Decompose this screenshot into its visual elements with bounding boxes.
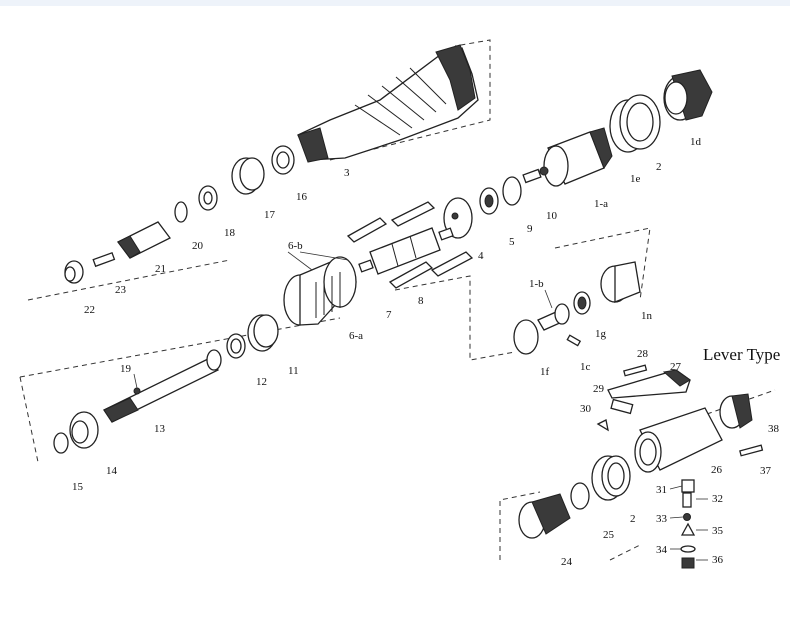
label-1e: 1e xyxy=(630,173,641,185)
label-2-lower: 2 xyxy=(630,513,636,525)
rotor-part-7 xyxy=(358,227,454,275)
bearing-part-12 xyxy=(226,333,246,359)
label-16: 16 xyxy=(296,191,308,203)
label-18: 18 xyxy=(224,227,236,239)
pin-part-23 xyxy=(92,251,116,268)
assembly-axis-lines xyxy=(19,39,776,561)
label-33: 33 xyxy=(656,513,668,525)
label-13: 13 xyxy=(154,423,166,435)
label-1a: 1-a xyxy=(594,198,608,210)
label-3: 3 xyxy=(344,167,350,179)
label-6a: 6-a xyxy=(349,330,363,342)
collar-part-24 xyxy=(518,493,571,539)
muffler-part-38 xyxy=(719,393,753,429)
label-8: 8 xyxy=(418,295,424,307)
label-34: 34 xyxy=(656,544,668,556)
ring-part-2-lower xyxy=(591,455,631,501)
lever-part-27 xyxy=(607,369,691,399)
label-7: 7 xyxy=(386,309,392,321)
screw-part-10 xyxy=(522,166,549,184)
label-1d: 1d xyxy=(690,136,702,148)
label-25: 25 xyxy=(603,529,615,541)
label-1b: 1-b xyxy=(529,278,544,290)
label-23: 23 xyxy=(115,284,127,296)
label-24: 24 xyxy=(561,556,573,568)
ring-part-17 xyxy=(231,157,265,195)
spindle-part-13 xyxy=(103,349,222,423)
label-1c: 1c xyxy=(580,361,591,373)
washer-part-9 xyxy=(502,176,522,206)
part-35 xyxy=(680,522,696,536)
leader-lines xyxy=(133,251,708,561)
label-14: 14 xyxy=(106,465,118,477)
part-29 xyxy=(610,398,634,415)
top-strip xyxy=(0,0,790,6)
label-10: 10 xyxy=(546,210,558,222)
label-36: 36 xyxy=(712,554,724,566)
label-35: 35 xyxy=(712,525,724,537)
washer-part-15 xyxy=(53,432,69,454)
cylinder-part-6a xyxy=(283,256,357,326)
label-20: 20 xyxy=(192,240,204,252)
label-1n: 1n xyxy=(641,310,653,322)
label-38: 38 xyxy=(768,423,780,435)
ball-part-19 xyxy=(133,387,141,395)
motor-housing-part-3 xyxy=(297,44,479,163)
pin-part-1c xyxy=(566,334,582,347)
label-30: 30 xyxy=(580,403,592,415)
label-2-upper: 2 xyxy=(656,161,662,173)
washer-part-25 xyxy=(570,482,590,510)
label-15: 15 xyxy=(72,481,84,493)
label-17: 17 xyxy=(264,209,276,221)
label-31: 31 xyxy=(656,484,667,496)
label-27: 27 xyxy=(670,361,682,373)
label-1f: 1f xyxy=(540,366,550,378)
end-plate-part-4 xyxy=(443,197,473,239)
pin-part-37 xyxy=(739,444,764,457)
label-1g: 1g xyxy=(595,328,607,340)
oring-part-34 xyxy=(680,545,696,553)
pin-part-28 xyxy=(623,364,648,377)
valve-part-21 xyxy=(117,221,171,259)
label-6b: 6-b xyxy=(288,240,303,252)
label-11: 11 xyxy=(288,365,299,377)
part-31 xyxy=(681,479,695,493)
label-28: 28 xyxy=(637,348,649,360)
ring-part-2-upper xyxy=(609,94,661,153)
vanes-part-8 xyxy=(346,201,474,289)
label-19: 19 xyxy=(120,363,132,375)
collet-nut-part-14 xyxy=(69,411,99,449)
label-26: 26 xyxy=(711,464,723,476)
label-12: 12 xyxy=(256,376,267,388)
part-36 xyxy=(681,557,695,569)
cylinder-part-1a xyxy=(543,127,613,187)
bearing-part-16 xyxy=(271,145,295,175)
label-29: 29 xyxy=(593,383,605,395)
part-1g xyxy=(573,291,591,315)
cap-part-22 xyxy=(64,260,84,284)
label-37: 37 xyxy=(760,465,772,477)
bushing-part-18 xyxy=(198,185,218,211)
part-1f xyxy=(513,319,539,355)
part-1b xyxy=(537,303,570,331)
part-1n xyxy=(600,261,641,303)
washer-part-20 xyxy=(174,201,188,223)
part-32 xyxy=(682,492,692,508)
spring-part-30 xyxy=(596,419,609,432)
label-22: 22 xyxy=(84,304,95,316)
part-33 xyxy=(683,513,691,521)
diagram-title: Lever Type xyxy=(703,345,780,364)
end-cap-part-1d xyxy=(663,69,713,121)
label-5: 5 xyxy=(509,236,515,248)
label-9: 9 xyxy=(527,223,533,235)
bearing-part-5 xyxy=(479,187,499,215)
label-32: 32 xyxy=(712,493,723,505)
ring-part-11 xyxy=(247,314,279,352)
label-21: 21 xyxy=(155,263,166,275)
label-4: 4 xyxy=(478,250,484,262)
housing-part-26 xyxy=(634,407,723,473)
